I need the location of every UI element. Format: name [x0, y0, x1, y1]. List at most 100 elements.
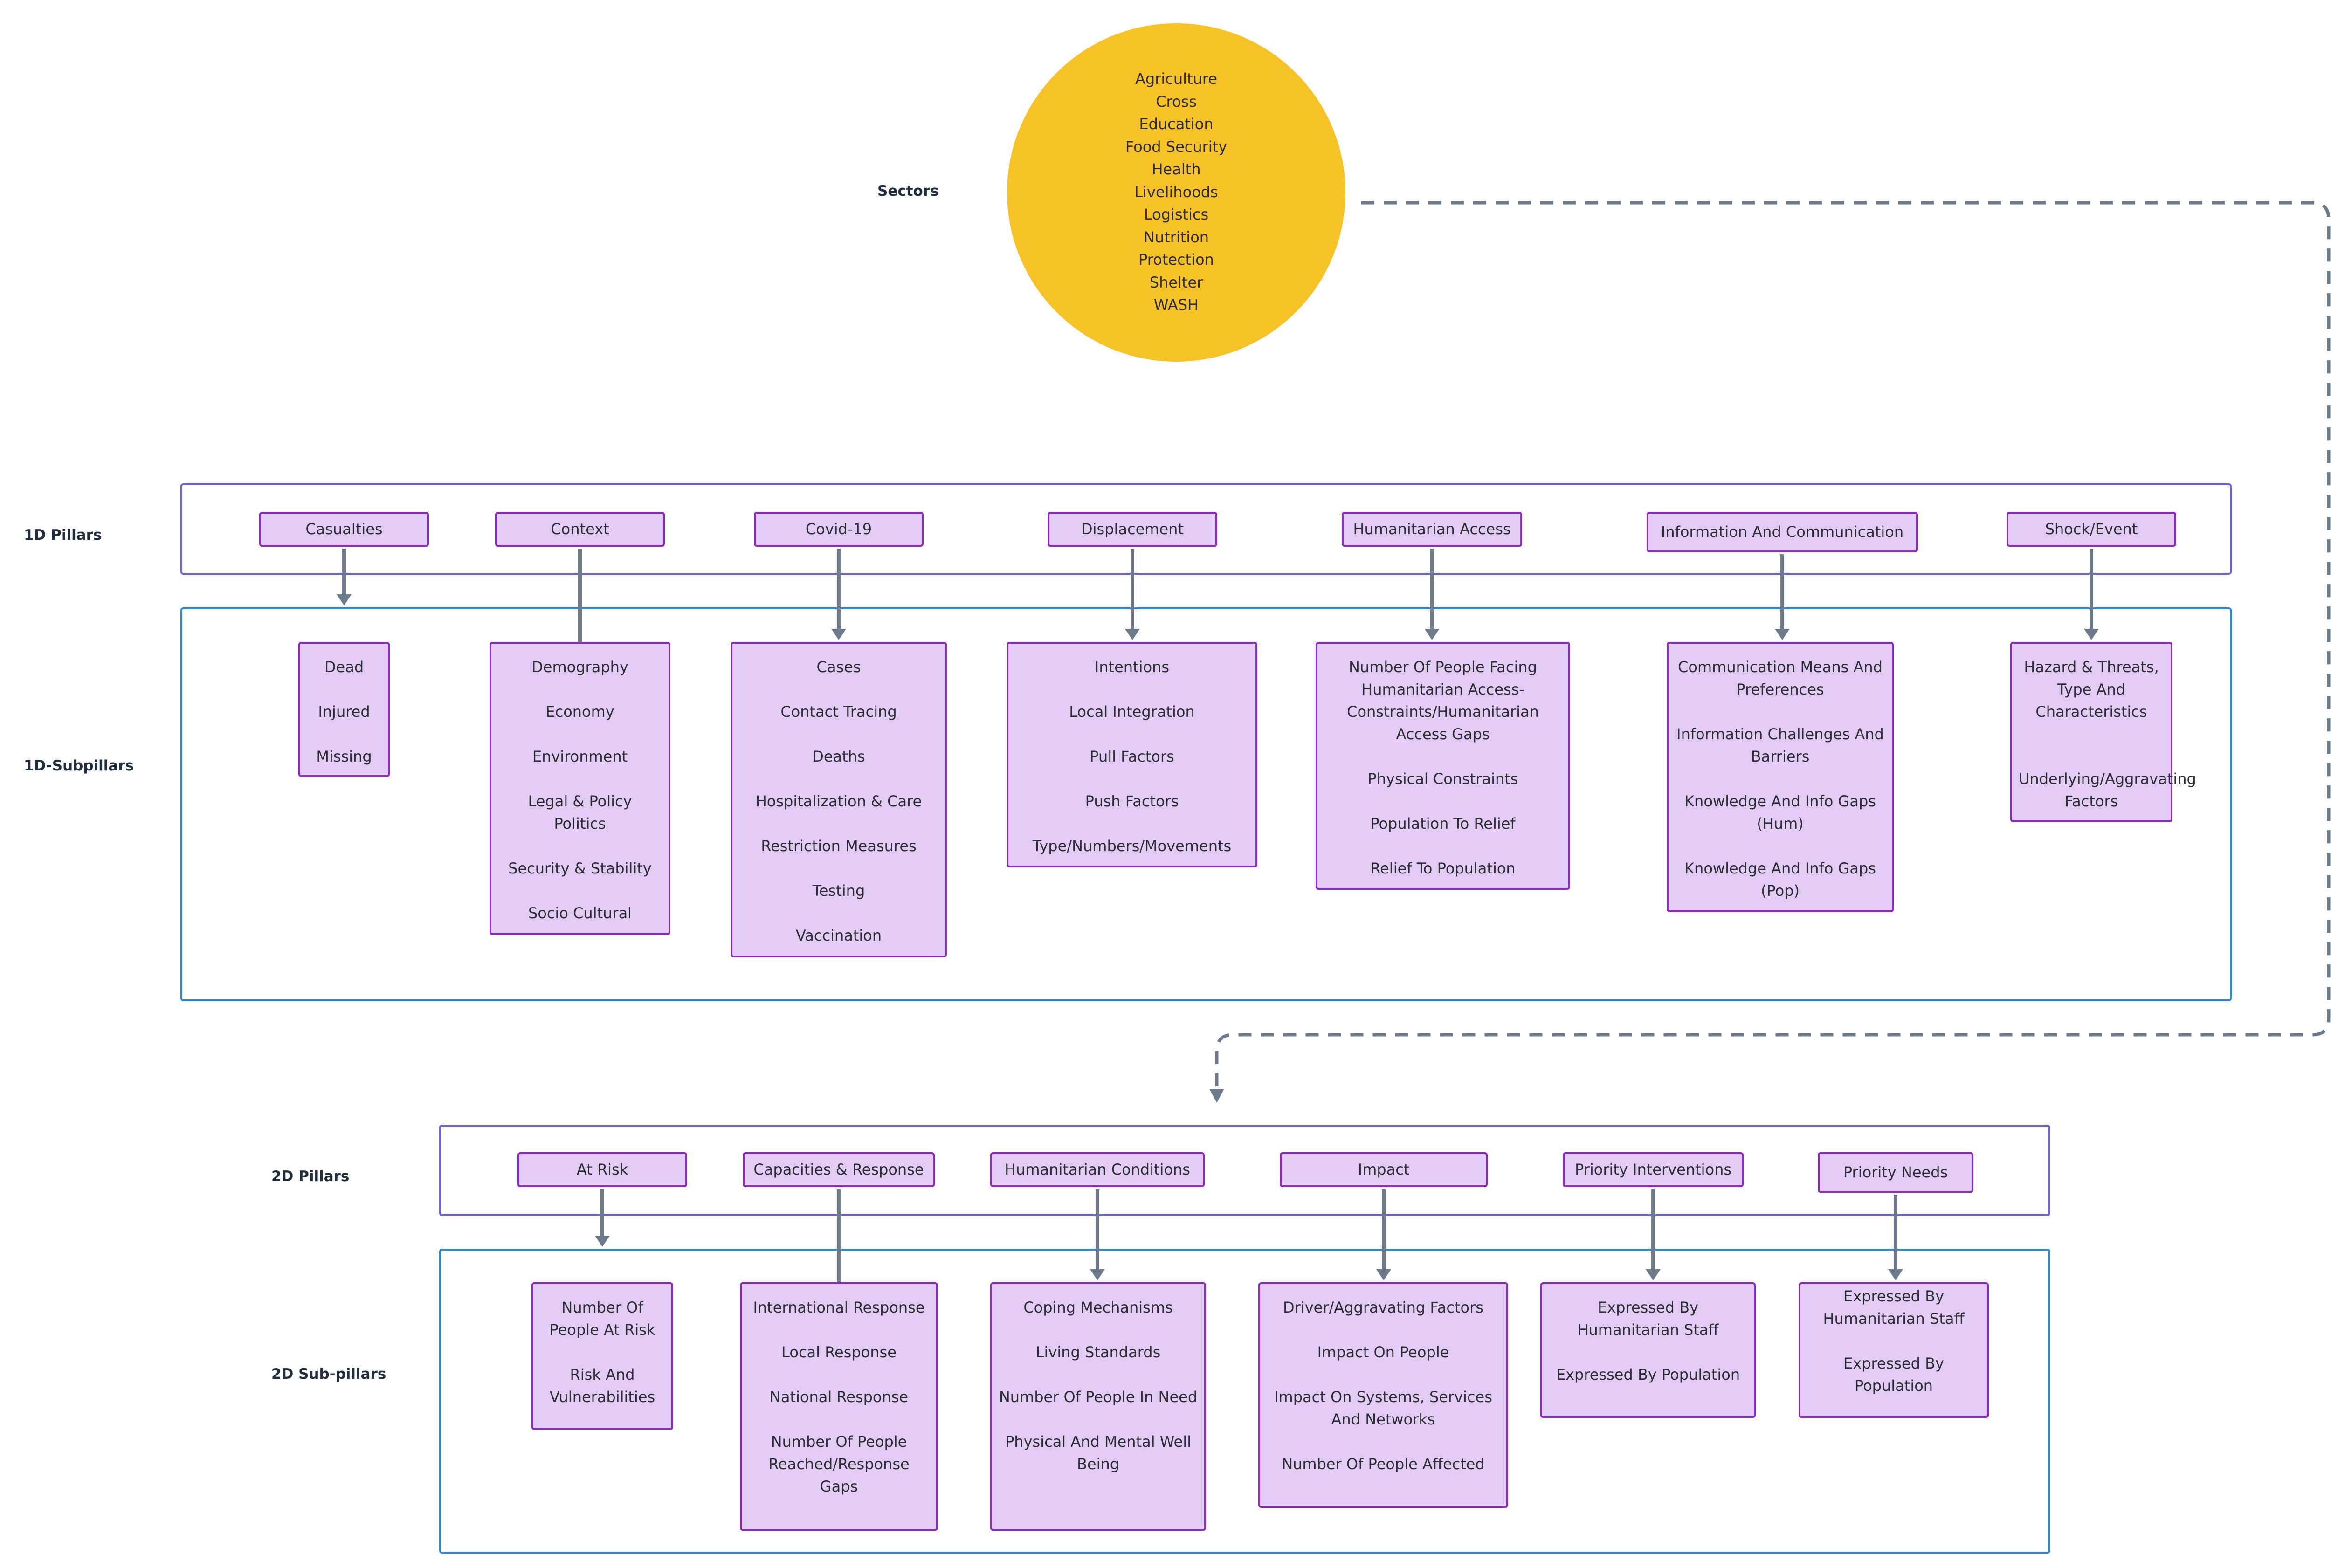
subpillars-1d-label: 1D-Subpillars: [24, 757, 134, 774]
subpillars-2d-priority-needs: Expressed By Humanitarian Staff Expresse…: [1799, 1282, 1989, 1418]
sector-item: Logistics: [1144, 206, 1209, 223]
subpillar-item[interactable]: Expressed By Population: [1843, 1355, 1944, 1395]
subpillar-item[interactable]: International Response: [753, 1299, 925, 1316]
subpillars-1d-shock-event: Hazard & Threats, Type And Characteristi…: [2010, 642, 2196, 822]
subpillar-item[interactable]: Impact On Systems, Services And Networks: [1274, 1388, 1492, 1428]
subpillar-item[interactable]: Physical Constraints: [1367, 770, 1518, 788]
subpillar-item[interactable]: Living Standards: [1035, 1343, 1161, 1361]
sector-item: Cross: [1156, 92, 1197, 110]
sector-item: Protection: [1138, 251, 1214, 268]
subpillar-item[interactable]: Contact Tracing: [780, 703, 897, 721]
pillar-1d-shock-event[interactable]: Shock/Event: [2007, 512, 2176, 547]
pillar-2d-at-risk[interactable]: At Risk: [517, 1152, 687, 1187]
subpillar-item[interactable]: Deaths: [812, 748, 865, 765]
pillar-arrow-head: [1775, 629, 1790, 640]
subpillars-1d-humanitarian-access: Number Of People Facing Humanitarian Acc…: [1316, 642, 1570, 890]
subpillar-item[interactable]: Number Of People Facing Humanitarian Acc…: [1347, 658, 1539, 743]
subpillar-item[interactable]: Type/Numbers/Movements: [1032, 837, 1232, 855]
subpillar-item[interactable]: Hospitalization & Care: [755, 792, 922, 810]
subpillars-2d-capacities-and-response: International Response Local Response Na…: [740, 1282, 938, 1531]
subpillar-item[interactable]: Impact On People: [1317, 1343, 1449, 1361]
subpillar-item[interactable]: Socio Cultural: [528, 904, 632, 922]
subpillars-1d-information-and-communication: Communication Means And Preferences Info…: [1667, 642, 1894, 912]
pillar-arrow-head: [1888, 1269, 1903, 1280]
subpillar-item[interactable]: Communication Means And Preferences: [1678, 658, 1883, 698]
subpillar-item[interactable]: Intentions: [1094, 658, 1170, 676]
subpillar-item[interactable]: Coping Mechanisms: [1023, 1299, 1173, 1316]
subpillar-item[interactable]: Pull Factors: [1090, 748, 1174, 765]
pillar-arrow-head: [337, 594, 352, 605]
subpillar-item[interactable]: Cases: [816, 658, 861, 676]
subpillar-item[interactable]: Number Of People Affected: [1282, 1455, 1485, 1473]
subpillars-2d-priority-interventions: Expressed By Humanitarian Staff Expresse…: [1540, 1282, 1756, 1418]
subpillar-item[interactable]: Relief To Population: [1370, 860, 1516, 877]
subpillar-item[interactable]: Number Of People In Need: [999, 1388, 1198, 1406]
pillar-1d-covid-19[interactable]: Covid-19: [754, 512, 924, 547]
subpillars-2d-humanitarian-conditions: Coping Mechanisms Living Standards Numbe…: [990, 1282, 1206, 1531]
pillar-2d-priority-needs[interactable]: Priority Needs: [1818, 1152, 1973, 1193]
sector-item: Shelter: [1149, 273, 1203, 291]
pillar-arrow-head: [1125, 629, 1140, 640]
pillar-1d-context[interactable]: Context: [495, 512, 665, 547]
pillar-2d-impact[interactable]: Impact: [1280, 1152, 1488, 1187]
subpillar-item[interactable]: Legal & Policy Politics: [528, 792, 632, 832]
subpillar-item[interactable]: Population To Relief: [1370, 815, 1516, 832]
subpillars-1d-casualties: Dead Injured Missing: [298, 642, 390, 777]
subpillar-item[interactable]: Dead: [324, 658, 364, 676]
pillar-1d-humanitarian-access[interactable]: Humanitarian Access: [1342, 512, 1522, 547]
subpillar-item[interactable]: Local Response: [781, 1343, 897, 1361]
subpillar-item[interactable]: Injured: [318, 703, 370, 721]
pillar-1d-casualties[interactable]: Casualties: [259, 512, 429, 547]
subpillar-item[interactable]: Number Of People Reached/Response Gaps: [768, 1433, 910, 1495]
sector-item: Health: [1152, 160, 1201, 178]
pillar-2d-capacities-and-response[interactable]: Capacities & Response: [743, 1152, 935, 1187]
subpillar-item[interactable]: Expressed By Humanitarian Staff: [1823, 1287, 1965, 1327]
pillar-2d-priority-interventions[interactable]: Priority Interventions: [1563, 1152, 1744, 1187]
subpillar-item[interactable]: Demography: [531, 658, 628, 676]
sector-item: Nutrition: [1143, 228, 1209, 246]
subpillar-item[interactable]: Restriction Measures: [761, 837, 917, 855]
subpillars-2d-impact: Driver/Aggravating Factors Impact On Peo…: [1258, 1282, 1508, 1508]
subpillar-item[interactable]: Missing: [316, 748, 372, 765]
subpillar-item[interactable]: Knowledge And Info Gaps (Hum): [1684, 792, 1876, 832]
subpillars-2d-label: 2D Sub-pillars: [271, 1366, 386, 1382]
pillar-2d-humanitarian-conditions[interactable]: Humanitarian Conditions: [990, 1152, 1205, 1187]
subpillar-item[interactable]: Driver/Aggravating Factors: [1283, 1299, 1483, 1316]
subpillar-item[interactable]: Number Of People At Risk: [549, 1299, 655, 1339]
pillars-2d-frame: [439, 1125, 2050, 1216]
pillars-1d-frame: [180, 483, 2232, 575]
pillars-2d-label: 2D Pillars: [271, 1168, 350, 1185]
subpillar-item[interactable]: Economy: [545, 703, 614, 721]
subpillar-item[interactable]: Push Factors: [1085, 792, 1179, 810]
subpillar-item[interactable]: Expressed By Humanitarian Staff: [1577, 1299, 1719, 1339]
subpillar-item[interactable]: Expressed By Population: [1556, 1366, 1740, 1383]
subpillar-item[interactable]: Security & Stability: [508, 860, 652, 877]
subpillar-item[interactable]: Environment: [532, 748, 628, 765]
pillar-arrow-head: [1090, 1269, 1105, 1280]
subpillars-2d-at-risk: Number Of People At Risk Risk And Vulner…: [531, 1282, 673, 1430]
pillar-arrow-head: [1646, 1269, 1661, 1280]
subpillar-item[interactable]: Underlying/Aggravating Factors: [2019, 770, 2196, 810]
subpillar-item[interactable]: National Response: [769, 1388, 909, 1406]
sectors-label: Sectors: [877, 183, 939, 199]
subpillars-1d-frame: [180, 607, 2232, 1001]
sector-item: Education: [1139, 115, 1214, 133]
subpillar-item[interactable]: Risk And Vulnerabilities: [549, 1366, 655, 1406]
subpillar-item[interactable]: Testing: [812, 882, 865, 900]
subpillar-item[interactable]: Information Challenges And Barriers: [1676, 725, 1884, 765]
pillar-1d-information-and-communication[interactable]: Information And Communication: [1647, 512, 1918, 552]
sectors-connector: [1215, 201, 2331, 1086]
sector-item: WASH: [1153, 296, 1199, 314]
sector-item: Agriculture: [1135, 70, 1217, 88]
subpillar-item[interactable]: Local Integration: [1069, 703, 1195, 721]
subpillar-item[interactable]: Hazard & Threats, Type And Characteristi…: [2024, 658, 2159, 721]
pillar-1d-displacement[interactable]: Displacement: [1048, 512, 1217, 547]
pillar-arrow-head: [2084, 629, 2099, 640]
sectors-connector-arrowhead: [1209, 1089, 1224, 1103]
subpillars-1d-displacement: Intentions Local Integration Pull Factor…: [1007, 642, 1257, 867]
subpillar-item[interactable]: Physical And Mental Well Being: [1005, 1433, 1192, 1473]
pillar-arrow-head: [595, 1236, 610, 1247]
subpillar-item[interactable]: Knowledge And Info Gaps (Pop): [1684, 860, 1876, 900]
subpillar-item[interactable]: Vaccination: [795, 927, 882, 944]
